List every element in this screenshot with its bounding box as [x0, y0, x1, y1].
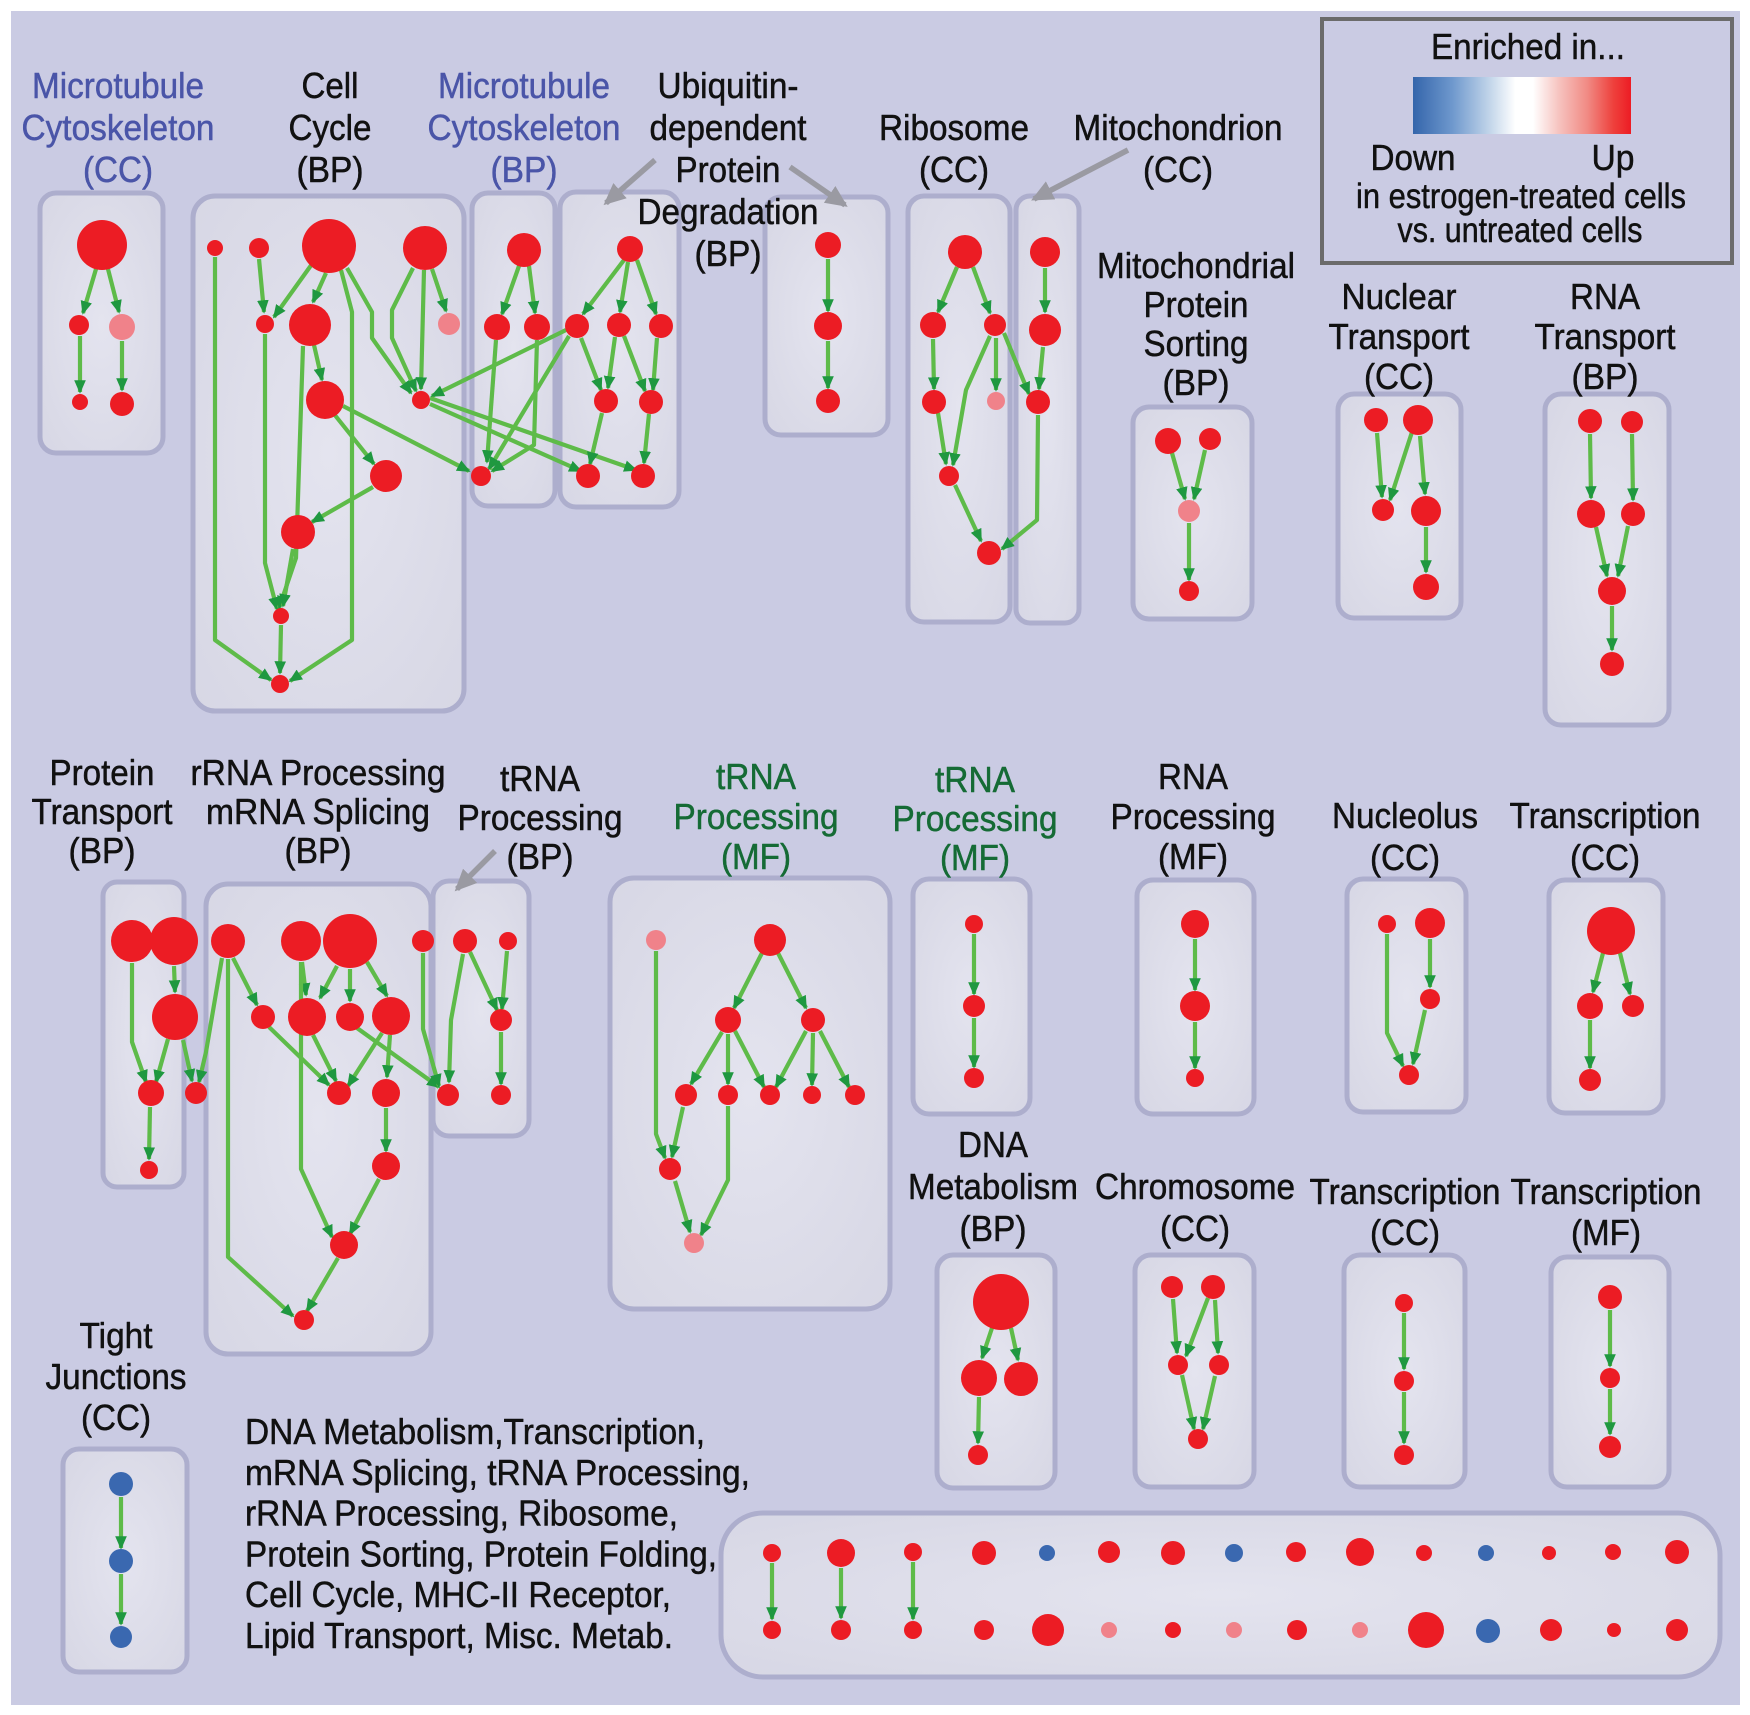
svg-text:(CC): (CC) — [1370, 1212, 1440, 1253]
svg-text:Cytoskeleton: Cytoskeleton — [22, 107, 215, 148]
svg-text:Transcription: Transcription — [1510, 795, 1701, 836]
svg-text:(CC): (CC) — [1364, 356, 1434, 397]
svg-text:Processing: Processing — [674, 796, 839, 837]
svg-text:Tight: Tight — [80, 1315, 153, 1356]
svg-text:(CC): (CC) — [81, 1397, 151, 1438]
svg-text:vs. untreated cells: vs. untreated cells — [1398, 211, 1643, 250]
svg-text:(CC): (CC) — [1370, 837, 1440, 878]
svg-text:RNA: RNA — [1570, 276, 1640, 317]
svg-text:rRNA Processing: rRNA Processing — [191, 752, 446, 793]
svg-text:Cytoskeleton: Cytoskeleton — [428, 107, 621, 148]
svg-text:Transcription: Transcription — [1310, 1171, 1501, 1212]
svg-text:Nucleolus: Nucleolus — [1332, 795, 1478, 836]
svg-text:Microtubule: Microtubule — [32, 65, 204, 106]
svg-text:(MF): (MF) — [1571, 1212, 1641, 1253]
svg-text:tRNA: tRNA — [500, 758, 580, 799]
svg-text:Chromosome: Chromosome — [1095, 1166, 1295, 1207]
svg-text:Protein: Protein — [1144, 284, 1249, 325]
svg-text:Nuclear: Nuclear — [1342, 276, 1457, 317]
svg-text:(MF): (MF) — [721, 836, 791, 877]
svg-text:Transport: Transport — [1535, 316, 1676, 357]
svg-text:(CC): (CC) — [1160, 1208, 1230, 1249]
svg-text:Protein Sorting, Protein Foldi: Protein Sorting, Protein Folding, — [245, 1533, 717, 1574]
svg-text:(MF): (MF) — [940, 837, 1010, 878]
svg-text:(CC): (CC) — [1570, 837, 1640, 878]
svg-text:dependent: dependent — [650, 107, 807, 148]
svg-text:(BP): (BP) — [297, 149, 364, 190]
svg-text:Lipid Transport, Misc. Metab.: Lipid Transport, Misc. Metab. — [245, 1615, 673, 1656]
svg-text:Mitochondrion: Mitochondrion — [1074, 107, 1283, 148]
svg-text:Up: Up — [1592, 137, 1635, 178]
svg-text:(MF): (MF) — [1158, 836, 1228, 877]
svg-text:Degradation: Degradation — [638, 191, 819, 232]
svg-text:tRNA: tRNA — [935, 759, 1015, 800]
svg-text:Transcription: Transcription — [1511, 1171, 1702, 1212]
svg-text:Transport: Transport — [1329, 316, 1470, 357]
svg-text:mRNA Splicing: mRNA Splicing — [206, 791, 430, 832]
svg-text:(BP): (BP) — [960, 1208, 1027, 1249]
svg-text:Enriched in...: Enriched in... — [1431, 26, 1625, 67]
svg-text:(BP): (BP) — [507, 836, 574, 877]
svg-text:Sorting: Sorting — [1144, 323, 1249, 364]
svg-text:Transport: Transport — [32, 791, 173, 832]
svg-text:Ubiquitin-: Ubiquitin- — [658, 65, 799, 106]
svg-text:Processing: Processing — [893, 798, 1058, 839]
svg-text:mRNA Splicing, tRNA Processing: mRNA Splicing, tRNA Processing, — [245, 1452, 750, 1493]
svg-text:Cycle: Cycle — [289, 107, 372, 148]
svg-text:Ribosome: Ribosome — [879, 107, 1029, 148]
svg-text:(BP): (BP) — [285, 830, 352, 871]
svg-text:Microtubule: Microtubule — [438, 65, 610, 106]
svg-text:Junctions: Junctions — [46, 1356, 187, 1397]
svg-text:in estrogen-treated cells: in estrogen-treated cells — [1356, 177, 1686, 216]
svg-text:(BP): (BP) — [695, 233, 762, 274]
svg-text:(CC): (CC) — [1143, 149, 1213, 190]
svg-text:DNA Metabolism,Transcription,: DNA Metabolism,Transcription, — [245, 1411, 705, 1452]
svg-text:Mitochondrial: Mitochondrial — [1097, 245, 1295, 286]
svg-text:(BP): (BP) — [1163, 362, 1230, 403]
svg-text:(BP): (BP) — [69, 830, 136, 871]
svg-text:(CC): (CC) — [83, 149, 153, 190]
svg-text:Metabolism: Metabolism — [908, 1166, 1078, 1207]
svg-text:Cell Cycle, MHC-II Receptor,: Cell Cycle, MHC-II Receptor, — [245, 1574, 671, 1615]
svg-text:(BP): (BP) — [491, 149, 558, 190]
svg-text:Cell: Cell — [302, 65, 359, 106]
svg-text:tRNA: tRNA — [716, 756, 796, 797]
svg-text:(CC): (CC) — [919, 149, 989, 190]
svg-text:DNA: DNA — [958, 1124, 1028, 1165]
svg-text:Protein: Protein — [676, 149, 781, 190]
svg-text:(BP): (BP) — [1572, 356, 1639, 397]
svg-text:RNA: RNA — [1158, 756, 1228, 797]
svg-text:Protein: Protein — [50, 752, 155, 793]
svg-text:Down: Down — [1371, 137, 1456, 178]
svg-text:rRNA Processing, Ribosome,: rRNA Processing, Ribosome, — [245, 1493, 678, 1534]
svg-text:Processing: Processing — [458, 797, 623, 838]
svg-text:Processing: Processing — [1111, 796, 1276, 837]
